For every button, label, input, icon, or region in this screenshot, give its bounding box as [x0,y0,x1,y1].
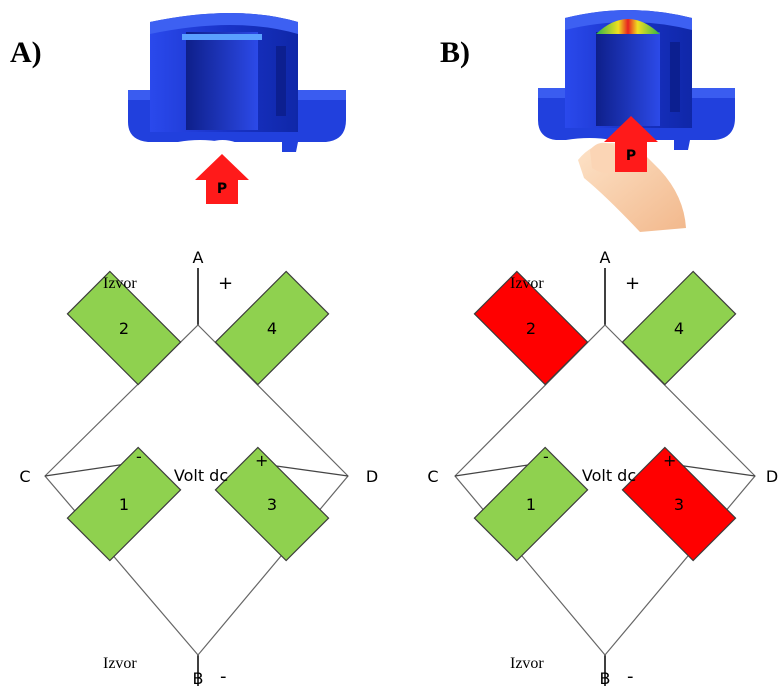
panel-b-cylinder [538,10,735,150]
gauge-4-label: 4 [267,319,277,338]
hand-icon [578,142,686,232]
gauge-1: 1 [473,446,589,562]
panel-a-node-d: D [366,467,378,486]
panel-a-cylinder [128,13,346,162]
panel-b-bridge: 2 4 1 3 [454,268,756,686]
panel-b-meter-minus: - [543,447,549,466]
panel-a-node-c: C [19,467,30,486]
panel-a-label: A) [10,36,42,69]
gauge-4-body [214,270,330,386]
panel-a-supply-label-top: Izvor [103,275,137,292]
gauge-3-label: 3 [674,495,684,514]
panel-a-plus-top: + [218,273,233,294]
panel-b-label: B) [440,36,470,69]
panel-a-node-a: A [193,248,204,267]
panel-b-minus-bottom: - [627,666,634,686]
panel-b-node-c: C [427,467,438,486]
gauge-2-body [66,270,182,386]
gauge-3-label: 3 [267,495,277,514]
gauge-1-label: 1 [119,495,129,514]
gauge-3: 3 [621,446,737,562]
panel-b-supply-label-top: Izvor [510,275,544,292]
gauge-4: 4 [621,270,737,386]
panel-a-meter-label: Volt dc [174,466,228,485]
panel-b-node-b: B [600,669,611,686]
panel-a-gauges: 2 4 1 3 [66,270,330,562]
gauge-1-body [473,446,589,562]
gauge-2: 2 [473,270,589,386]
panel-b-node-d: D [766,467,778,486]
panel-a-meter-minus: - [136,447,142,466]
panel-b-gauges: 2 4 1 3 [473,270,737,562]
gauge-4-label: 4 [674,319,684,338]
panel-a-node-b: B [193,669,204,686]
panel-a-bridge: 2 4 1 3 [44,268,349,686]
gauge-1-body [66,446,182,562]
gauge-3: 3 [214,446,330,562]
gauge-2-label: 2 [526,319,536,338]
panel-a-minus-bottom: - [220,666,227,686]
panel-b-force-label: P [626,148,636,164]
panel-a-force-label: P [217,181,227,197]
panel-b-meter-label: Volt dc [582,466,636,485]
gauge-1: 1 [66,446,182,562]
panel-a-meter-plus: + [255,451,268,470]
panel-a-force-arrow: P [195,154,249,204]
panel-b: B) P 2 4 1 3 Izvor Izvor A [427,10,778,686]
gauge-4-body [621,270,737,386]
gauge-3-body [621,446,737,562]
panel-b-supply-label-bottom: Izvor [510,655,544,672]
gauge-1-label: 1 [526,495,536,514]
panel-b-node-a: A [600,248,611,267]
gauge-3-body [214,446,330,562]
panel-a-supply-label-bottom: Izvor [103,655,137,672]
panel-b-meter-plus: + [663,451,676,470]
gauge-2: 2 [66,270,182,386]
panel-b-force-arrow: P [604,116,658,172]
gauge-2-label: 2 [119,319,129,338]
gauge-4: 4 [214,270,330,386]
panel-a: A) P 2 4 1 3 [10,13,378,686]
panel-b-plus-top: + [625,273,640,294]
gauge-2-body [473,270,589,386]
